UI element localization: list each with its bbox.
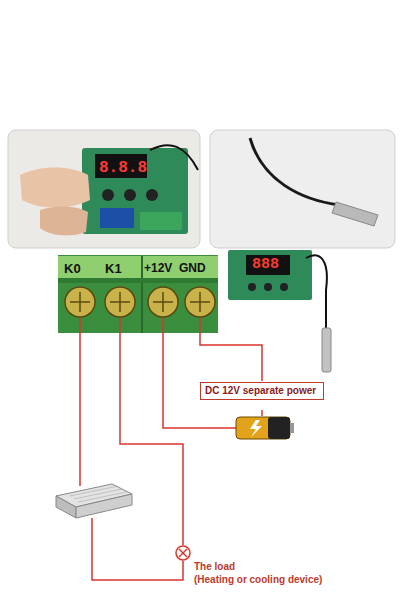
terminal-label: K0 (64, 261, 81, 276)
box-text: DC 12V separate power (205, 385, 319, 397)
terminal-label: +12V (144, 261, 172, 275)
display-digits: 888 (252, 256, 279, 273)
svg-text:8.8.8: 8.8.8 (99, 159, 147, 177)
load-label: (Heating or cooling device) (194, 574, 322, 586)
load-label: The load (194, 561, 235, 573)
label-box: DC 12V separate power (200, 382, 324, 400)
terminal-label: K1 (105, 261, 122, 276)
terminal-label: GND (179, 261, 206, 275)
